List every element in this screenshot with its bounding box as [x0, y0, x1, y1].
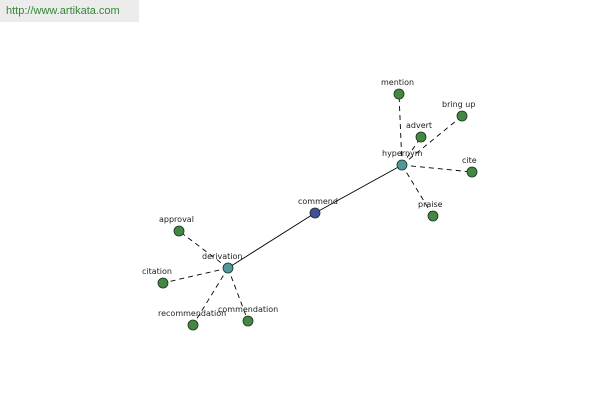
node-recommendation[interactable] [187, 319, 199, 331]
node-label-cite: cite [462, 156, 477, 165]
edge-commend-hypernym [314, 164, 403, 214]
nodes-layer [157, 88, 478, 331]
node-hypernym[interactable] [396, 159, 408, 171]
node-advert[interactable] [415, 131, 427, 143]
edge-derivation-recommendation [192, 267, 229, 326]
node-approval[interactable] [173, 225, 185, 237]
node-label-bring-up: bring up [442, 100, 475, 109]
node-label-derivation: derivation [202, 252, 242, 261]
edge-commend-derivation [227, 212, 316, 269]
node-commend[interactable] [309, 207, 321, 219]
node-label-citation: citation [142, 267, 172, 276]
node-label-approval: approval [159, 215, 194, 224]
node-label-commend: commend [298, 197, 338, 206]
edge-hypernym-bring-up [401, 115, 463, 166]
edge-hypernym-advert [401, 136, 422, 166]
edge-derivation-approval [178, 230, 229, 269]
labels-layer: commend hypernym derivation mention bring up… [142, 78, 477, 318]
node-mention[interactable] [393, 88, 405, 100]
edge-derivation-citation [162, 267, 229, 284]
node-label-commendation: commendation [218, 305, 278, 314]
node-label-praise: praise [418, 200, 443, 209]
node-label-advert: advert [406, 121, 432, 130]
edge-hypernym-cite [401, 164, 473, 173]
node-bring-up[interactable] [456, 110, 468, 122]
node-commendation[interactable] [242, 315, 254, 327]
node-citation[interactable] [157, 277, 169, 289]
edge-hypernym-praise [401, 164, 434, 217]
node-derivation[interactable] [222, 262, 234, 274]
node-label-hypernym: hypernym [382, 149, 423, 158]
edge-derivation-commendation [227, 267, 249, 322]
node-label-mention: mention [381, 78, 414, 87]
edge-hypernym-mention [398, 93, 403, 166]
node-cite[interactable] [466, 166, 478, 178]
edges-layer [162, 93, 473, 326]
node-praise[interactable] [427, 210, 439, 222]
node-label-recommendation: recommendation [158, 309, 226, 318]
watermark-url: http://www.artikata.com [0, 0, 139, 22]
